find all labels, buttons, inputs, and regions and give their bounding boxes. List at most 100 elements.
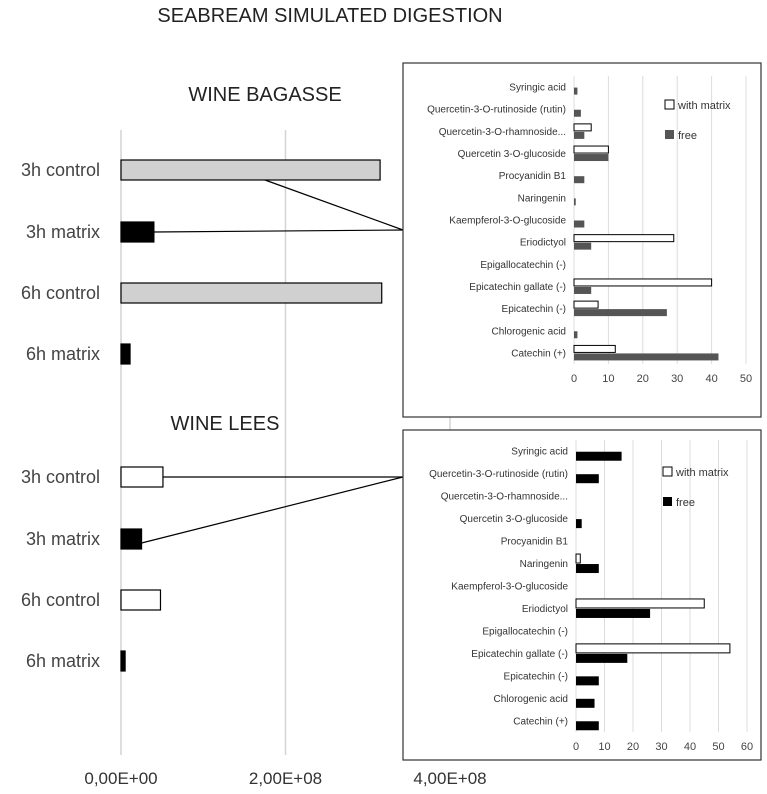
inset-category-label: Epigallocatechin (-) xyxy=(482,626,568,637)
inset-bar xyxy=(573,344,616,353)
main-group-title: WINE BAGASSE xyxy=(188,84,341,106)
legend-label: free xyxy=(676,497,695,509)
inset-bar xyxy=(576,721,599,731)
inset-x-tick-label: 10 xyxy=(602,373,614,385)
inset-category-label: Epicatechin (-) xyxy=(502,304,566,315)
inset-category-label: Quercetin 3-O-glucoside xyxy=(460,514,569,525)
main-bar xyxy=(120,343,131,365)
legend-swatch xyxy=(662,466,673,477)
inset-bar xyxy=(576,519,582,529)
legend-swatch xyxy=(665,130,674,139)
inset-x-tick-label: 40 xyxy=(684,741,696,753)
bagasse-detail-chart: 0 10 20 30 40 50 Syringic acidQuercetin-3-O-ru… xyxy=(402,62,762,418)
inset-category-label: Syringic acid xyxy=(511,447,568,458)
main-bar-chart: 0,00E+00 2,00E+08 4,00E+08 WINE BAGASSE 3h c… xyxy=(21,84,487,788)
inset-category-label: Epicatechin gallate (-) xyxy=(471,649,568,660)
inset-category-label: Quercetin-3-O-rhamnoside... xyxy=(439,127,566,138)
inset-bar xyxy=(574,154,609,162)
inset-category-label: Epigallocatechin (-) xyxy=(480,260,566,271)
main-category-label: 6h control xyxy=(21,590,100,610)
connector-line xyxy=(264,179,404,231)
main-category-label: 3h matrix xyxy=(26,529,100,549)
inset-category-label: Chlorogenic acid xyxy=(492,326,567,337)
main-x-tick-label: 0,00E+00 xyxy=(84,769,157,788)
inset-bar xyxy=(574,309,667,317)
inset-category-label: Chlorogenic acid xyxy=(494,694,569,705)
inset-x-tick-label: 30 xyxy=(671,373,683,385)
inset-x-tick-label: 10 xyxy=(598,741,610,753)
main-bar xyxy=(120,282,383,304)
inset-x-tick-label: 0 xyxy=(571,373,577,385)
main-bar xyxy=(120,528,143,550)
main-group-title: WINE LEES xyxy=(171,413,280,435)
inset-x-tick-label: 0 xyxy=(573,741,579,753)
inset-bar xyxy=(575,643,731,654)
connector-line xyxy=(153,229,404,233)
main-x-tick-label: 2,00E+08 xyxy=(249,769,322,788)
inset-category-label: Kaempferol-3-O-glucoside xyxy=(451,582,568,593)
inset-x-tick-label: 20 xyxy=(627,741,639,753)
main-bar xyxy=(120,466,164,488)
inset-category-label: Epicatechin (-) xyxy=(504,671,568,682)
inset-category-label: Quercetin 3-O-glucoside xyxy=(458,149,567,160)
inset-x-tick-label: 20 xyxy=(637,373,649,385)
inset-bar xyxy=(574,242,592,250)
main-category-label: 6h matrix xyxy=(26,344,100,364)
inset-category-label: Procyanidin B1 xyxy=(499,171,567,182)
inset-bar xyxy=(576,653,628,663)
inset-bar xyxy=(574,198,576,206)
legend-label: with matrix xyxy=(675,467,729,479)
inset-category-label: Procyanidin B1 xyxy=(501,537,569,548)
inset-bar xyxy=(573,145,609,154)
inset-category-label: Eriodictyol xyxy=(522,604,568,615)
inset-bar xyxy=(575,598,705,609)
inset-bar xyxy=(575,553,581,564)
figure-title: SEABREAM SIMULATED DIGESTION xyxy=(157,5,502,27)
main-category-label: 6h control xyxy=(21,283,100,303)
inset-bar xyxy=(574,353,719,361)
main-x-tick-label: 4,00E+08 xyxy=(413,769,486,788)
inset-bar xyxy=(576,564,599,574)
legend-label: free xyxy=(678,130,697,142)
legend-swatch xyxy=(663,497,672,506)
inset-bar xyxy=(574,109,581,117)
inset-category-label: Naringenin xyxy=(520,559,568,570)
main-category-label: 3h control xyxy=(21,160,100,180)
inset-bar xyxy=(574,220,585,228)
inset-bar xyxy=(574,131,585,139)
main-category-label: 6h matrix xyxy=(26,651,100,671)
inset-bar xyxy=(576,451,622,461)
inset-bar xyxy=(576,698,595,708)
main-bar xyxy=(120,589,162,611)
connector-line xyxy=(141,476,404,544)
inset-category-label: Eriodictyol xyxy=(520,238,566,249)
inset-bar xyxy=(576,676,599,686)
main-bar xyxy=(120,221,155,243)
inset-bar xyxy=(576,608,651,618)
inset-bar xyxy=(573,300,599,309)
inset-bar xyxy=(573,234,675,243)
inset-category-label: Naringenin xyxy=(518,193,566,204)
inset-bar xyxy=(576,474,599,484)
inset-category-label: Epicatechin gallate (-) xyxy=(469,282,566,293)
inset-category-label: Quercetin-3-O-rhamnoside... xyxy=(441,492,568,503)
inset-bar xyxy=(574,87,578,95)
inset-x-tick-label: 50 xyxy=(740,373,752,385)
inset-category-label: Quercetin-3-O-rutinoside (rutin) xyxy=(427,105,566,116)
legend-swatch xyxy=(664,99,675,110)
connector-lines xyxy=(141,179,404,544)
inset-x-tick-label: 40 xyxy=(705,373,717,385)
inset-category-label: Syringic acid xyxy=(509,83,566,94)
inset-category-label: Quercetin-3-O-rutinoside (rutin) xyxy=(429,469,568,480)
legend-label: with matrix xyxy=(677,100,731,112)
main-bar xyxy=(120,650,126,672)
inset-bar xyxy=(574,331,578,339)
inset-category-label: Catechin (+) xyxy=(513,716,568,727)
main-bar xyxy=(120,159,381,181)
inset-category-label: Kaempferol-3-O-glucoside xyxy=(449,216,566,227)
main-category-label: 3h matrix xyxy=(26,222,100,242)
inset-bar xyxy=(574,286,592,294)
inset-bar xyxy=(574,176,585,184)
